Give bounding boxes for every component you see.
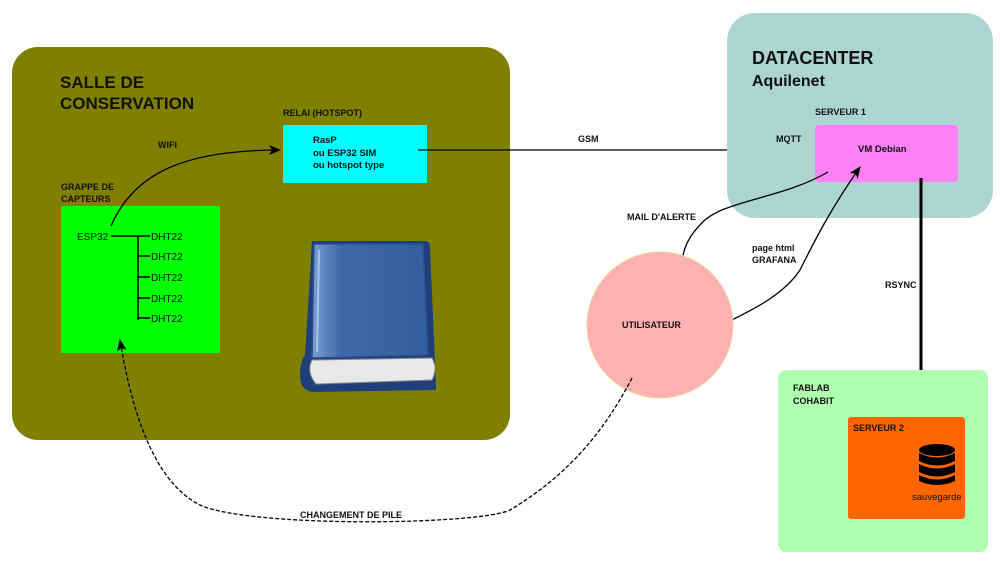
vm-debian-label: VM Debian — [858, 144, 907, 155]
relai-line-3: ou hotspot type — [313, 160, 384, 171]
gsm-label: GSM — [578, 134, 599, 144]
sensor-1: DHT22 — [151, 232, 183, 243]
salle-title-line2: CONSERVATION — [60, 94, 194, 113]
book-icon — [300, 241, 436, 392]
grafana-arrow — [715, 166, 861, 329]
rsync-label: RSYNC — [885, 280, 917, 290]
utilisateur-label: UTILISATEUR — [622, 320, 681, 330]
relai-line-2: ou ESP32 SIM — [313, 148, 376, 159]
sensor-bus — [111, 235, 150, 320]
sensor-3: DHT22 — [151, 273, 183, 284]
sensor-5: DHT22 — [151, 314, 183, 325]
grappe-label-line2: CAPTEURS — [61, 194, 111, 204]
sauvegarde-label: sauvegarde — [912, 492, 962, 503]
grappe-label-line1: GRAPPE DE — [61, 182, 114, 192]
database-icon — [919, 444, 955, 485]
mqtt-label: MQTT — [776, 134, 802, 144]
fablab-line1: FABLAB — [793, 383, 830, 393]
esp32-label: ESP32 — [77, 232, 109, 243]
pile-arrow — [116, 339, 633, 523]
datacenter-title: DATACENTER — [752, 48, 873, 68]
fablab-line2: COHABIT — [793, 396, 834, 406]
mail-label: MAIL D'ALERTE — [627, 212, 696, 222]
pile-label: CHANGEMENT DE PILE — [300, 510, 402, 520]
sensor-2: DHT22 — [151, 252, 183, 263]
utilisateur-circle — [586, 251, 734, 399]
wifi-label: WIFI — [158, 140, 177, 150]
serveur2-label: SERVEUR 2 — [853, 423, 904, 433]
datacenter-subtitle: Aquilenet — [752, 73, 826, 90]
web-label-line1: page html — [752, 243, 795, 253]
salle-title-line1: SALLE DE — [60, 73, 144, 92]
serveur2-box — [848, 417, 965, 519]
relai-box — [283, 125, 427, 183]
relai-line-1: RasP — [313, 135, 337, 146]
grappe-box — [61, 206, 220, 353]
web-label-line2: GRAFANA — [752, 255, 797, 265]
serveur1-label: SERVEUR 1 — [815, 107, 866, 117]
relai-label: RELAI (HOTSPOT) — [283, 108, 362, 118]
sensor-4: DHT22 — [151, 294, 183, 305]
wifi-arrow — [110, 145, 281, 227]
